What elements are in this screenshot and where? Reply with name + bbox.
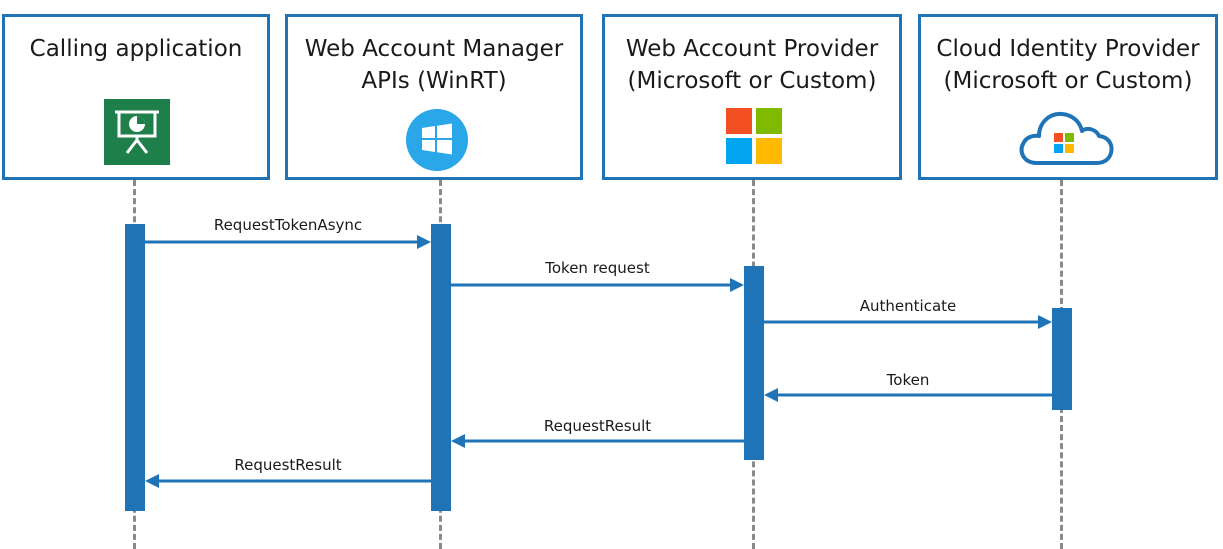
cloud-icon bbox=[1015, 107, 1115, 173]
arrowhead bbox=[451, 434, 465, 448]
windows-icon bbox=[406, 109, 468, 175]
participant-cloud-identity-provider: Cloud Identity Provider (Microsoft or Cu… bbox=[918, 14, 1218, 180]
participant-title: Calling application bbox=[29, 36, 243, 62]
participant-calling-application: Calling application bbox=[2, 14, 270, 180]
arrowhead bbox=[1038, 315, 1052, 329]
activation-bar-calling-application bbox=[125, 224, 145, 511]
participant-title: Web Account Provider (Microsoft or Custo… bbox=[625, 36, 879, 94]
message-label-token-request: Token request bbox=[545, 259, 650, 277]
arrowhead bbox=[417, 235, 431, 249]
activation-bar-web-account-manager bbox=[431, 224, 451, 511]
participant-web-account-provider: Web Account Provider (Microsoft or Custo… bbox=[602, 14, 902, 180]
arrowhead bbox=[145, 474, 159, 488]
activation-bar-cloud-identity-provider bbox=[1052, 308, 1072, 410]
message-label-request-result: RequestResult bbox=[234, 456, 342, 474]
participant-title: Web Account Manager APIs (WinRT) bbox=[304, 36, 564, 94]
arrowhead bbox=[730, 278, 744, 292]
arrowhead bbox=[764, 388, 778, 402]
participant-title: Cloud Identity Provider (Microsoft or Cu… bbox=[936, 36, 1200, 94]
message-label-authenticate: Authenticate bbox=[859, 297, 957, 315]
message-label-request-token-async: RequestTokenAsync bbox=[213, 216, 363, 234]
presentation-icon bbox=[104, 99, 170, 169]
participant-web-account-manager: Web Account Manager APIs (WinRT) bbox=[285, 14, 583, 180]
message-label-request-result: RequestResult bbox=[543, 417, 652, 435]
message-label-token: Token bbox=[886, 371, 930, 389]
microsoft-logo-icon bbox=[726, 108, 782, 168]
activation-bar-web-account-provider bbox=[744, 266, 764, 460]
